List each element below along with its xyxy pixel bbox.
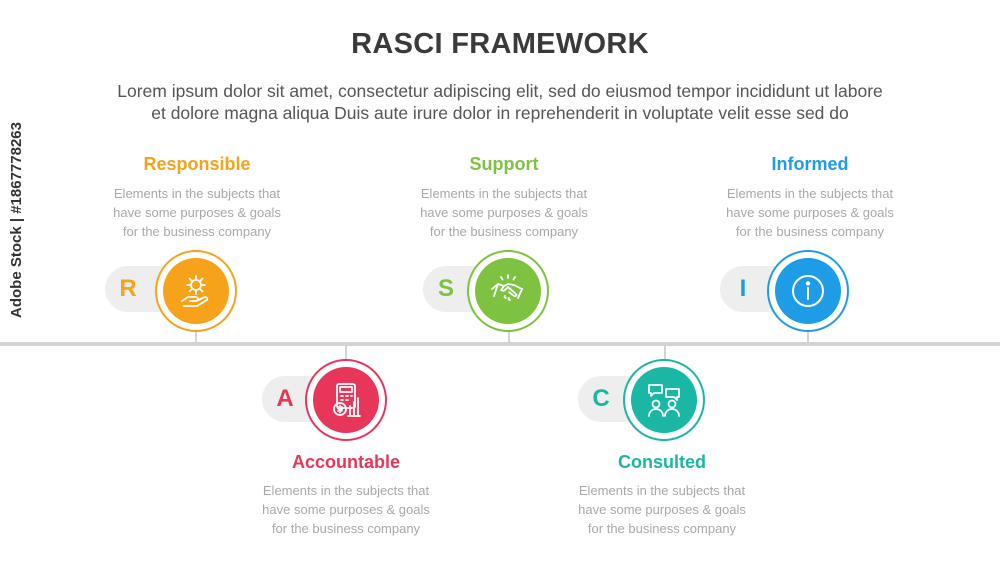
circle-informed [767, 250, 849, 332]
gear-hand-icon [181, 275, 209, 307]
item-desc-responsible: Elements in the subjects that have some … [113, 186, 281, 239]
subtitle-line-1: Lorem ipsum dolor sit amet, consectetur … [117, 81, 883, 101]
circle-accountable [305, 359, 387, 441]
item-title-responsible: Responsible [143, 154, 251, 174]
item-title-support: Support [469, 154, 539, 174]
stock-watermark: Adobe Stock | #1867778263 [8, 122, 25, 318]
item-title-consulted: Consulted [618, 452, 706, 472]
chat-people-icon [648, 384, 680, 417]
letter-responsible: R [119, 275, 137, 302]
connector-a [345, 344, 347, 360]
handshake-icon [491, 274, 523, 301]
info-icon [792, 275, 824, 307]
letter-support: S [437, 275, 454, 302]
letter-accountable: A [276, 385, 294, 412]
connector-i [807, 330, 809, 344]
circle-consulted [623, 359, 705, 441]
item-title-accountable: Accountable [291, 452, 401, 472]
page-title: RASCI FRAMEWORK [351, 28, 649, 60]
letter-consulted: C [592, 385, 610, 412]
connector-r [195, 330, 197, 344]
item-desc-accountable: Elements in the subjects that have some … [262, 483, 430, 536]
letter-informed: I [739, 275, 747, 302]
page-subtitle: Lorem ipsum dolor sit amet, consectetur … [30, 80, 970, 124]
connector-c [664, 344, 666, 360]
item-desc-consulted: Elements in the subjects that have some … [578, 483, 746, 536]
circle-responsible [155, 250, 237, 332]
connector-s [508, 330, 510, 344]
item-desc-informed: Elements in the subjects that have some … [726, 186, 894, 239]
item-desc-support: Elements in the subjects that have some … [420, 186, 588, 239]
item-title-informed: Informed [771, 154, 849, 174]
circle-support [467, 250, 549, 332]
subtitle-line-2: et dolore magna aliqua Duis aute irure d… [151, 103, 849, 123]
timeline-line [0, 342, 1000, 346]
calculator-money-icon [333, 383, 361, 417]
